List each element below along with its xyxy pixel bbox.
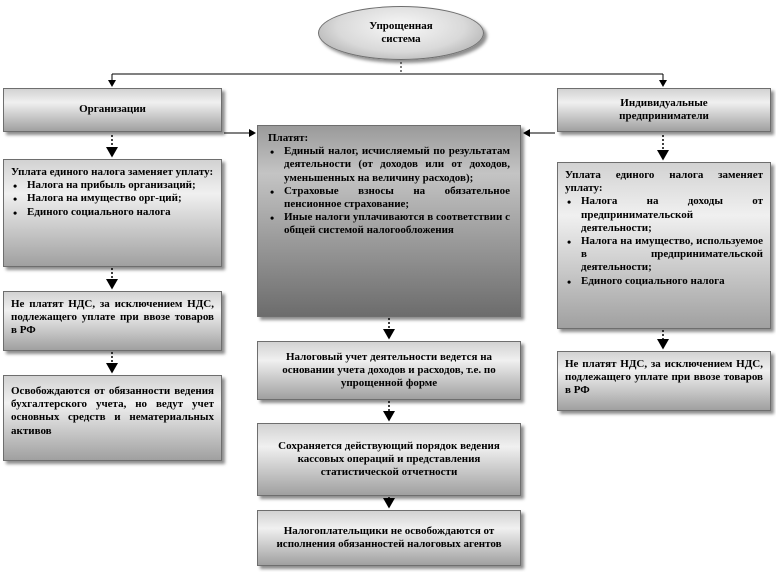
list-item: Страховые взносы на обязательное пенсион… <box>268 185 510 211</box>
list-item: Единый налог, исчисляемый по результатам… <box>268 145 510 185</box>
org-tax-intro: Уплата единого налога заменяет уплату: <box>11 166 214 178</box>
ip-tax-intro: Уплата единого налога заменяет уплату: <box>565 169 763 195</box>
org-tax-box: Уплата единого налога заменяет уплату: Н… <box>3 159 222 267</box>
ip-title-box: Индивидуальные предприниматели <box>557 88 771 132</box>
org-accounting-text: Освобождаются от обязанности ведения бух… <box>11 385 214 437</box>
org-title-box: Организации <box>3 88 222 132</box>
center-pay-box: Платят: Единый налог, исчисляемый по рез… <box>257 125 521 317</box>
org-accounting-box: Освобождаются от обязанности ведения бух… <box>3 375 222 461</box>
list-item: Налога на прибыль организаций; <box>11 179 214 194</box>
ip-title-line2: предприниматели <box>619 110 709 122</box>
list-item: Единого социального налога <box>565 275 763 290</box>
list-item: Единого социального налога <box>11 206 214 221</box>
list-item: Налога на имущество, используемое в пред… <box>565 235 763 275</box>
org-tax-list: Налога на прибыль организаций; Налога на… <box>11 179 214 221</box>
center-agents-text: Налогоплательщики не освобождаются от ис… <box>276 524 502 550</box>
center-cash-text: Сохраняется действующий порядок ведения … <box>278 439 500 479</box>
ip-tax-list: Налога на доходы от предпринимательской … <box>565 195 763 290</box>
ip-vat-box: Не платят НДС, за исключением НДС, подле… <box>557 351 771 411</box>
org-vat-text: Не платят НДС, за исключением НДС, подле… <box>11 298 214 337</box>
list-item: Налога на доходы от предпринимательской … <box>565 195 763 235</box>
root-line2: система <box>381 33 421 45</box>
org-title: Организации <box>79 103 146 116</box>
org-vat-box: Не платят НДС, за исключением НДС, подле… <box>3 291 222 351</box>
center-pay-list: Единый налог, исчисляемый по результатам… <box>268 145 510 237</box>
ip-vat-text: Не платят НДС, за исключением НДС, подле… <box>565 358 763 397</box>
center-accounting-box: Налоговый учет деятельности ведется на о… <box>257 341 521 400</box>
root-node: Упрощенная система <box>318 6 484 60</box>
list-item: Налога на имущество орг-ций; <box>11 192 214 207</box>
center-agents-box: Налогоплательщики не освобождаются от ис… <box>257 510 521 566</box>
center-accounting-text: Налоговый учет деятельности ведется на о… <box>282 350 496 390</box>
center-pay-title: Платят: <box>268 132 309 144</box>
ip-tax-box: Уплата единого налога заменяет уплату: Н… <box>557 162 771 329</box>
ip-title-line1: Индивидуальные <box>620 96 708 109</box>
center-cash-box: Сохраняется действующий порядок ведения … <box>257 423 521 496</box>
list-item: Иные налоги уплачиваются в соответствии … <box>268 211 510 237</box>
root-line1: Упрощенная <box>369 19 433 32</box>
